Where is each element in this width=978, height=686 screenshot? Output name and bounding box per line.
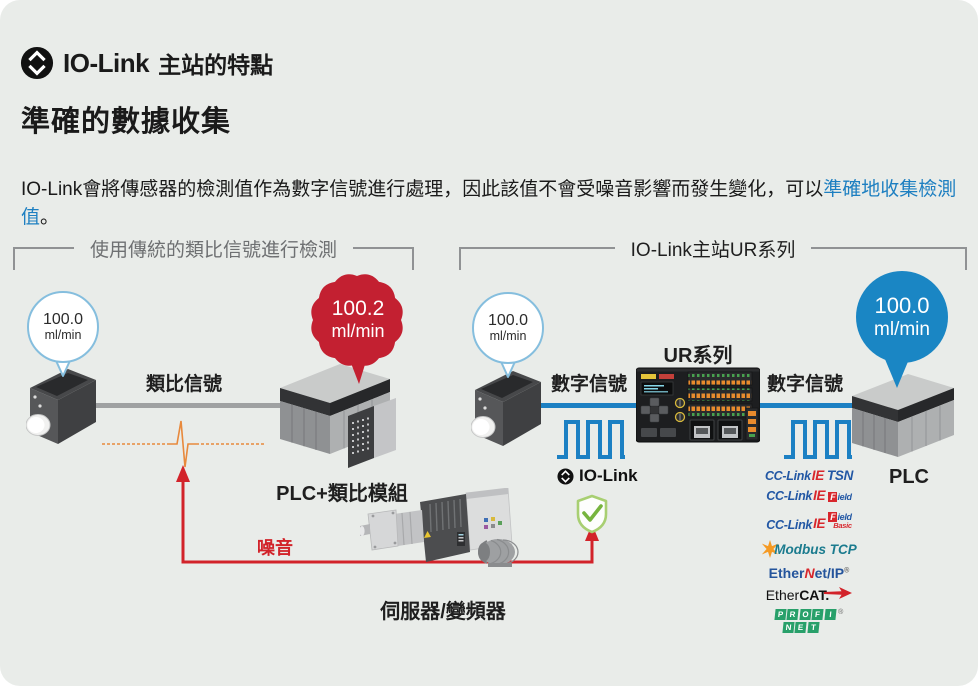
field-f-box: F: [828, 491, 838, 502]
ur-master-illustration: [636, 367, 760, 443]
cclink-brand: CC-Link: [764, 469, 811, 483]
right-plc-illustration: [852, 374, 954, 457]
logo-profinet: P R O F I ® N E T: [774, 609, 844, 633]
modbus-star-icon: [762, 540, 779, 559]
cclink-tsn: TSN: [826, 468, 854, 483]
right-sensor-illustration: [471, 371, 541, 446]
io-link-logo-icon: [20, 46, 54, 80]
digital-waveform-icon-right: [784, 420, 852, 459]
analog-section-bracket: 使用傳統的類比信號進行檢測: [13, 240, 414, 270]
intro-paragraph: IO-Link會將傳感器的檢測值作為數字信號進行處理，因此該值不會受噪音影響而發…: [21, 176, 961, 231]
digital-signal-label-left: 數字信號: [550, 374, 628, 395]
cclink-ie: IE: [811, 468, 824, 483]
profinet-row2: N E T: [782, 621, 844, 633]
right-sensor-value: 100.0: [487, 311, 529, 329]
result-unit: ml/min: [874, 318, 930, 340]
cclink-brand: CC-Link: [766, 517, 813, 532]
field-suffix: ield: [837, 511, 852, 522]
digital-signal-line-right: [758, 403, 857, 408]
enetip-p2: et/IP: [814, 565, 845, 582]
logo-ethernet-ip: EtherNet/IP®: [769, 565, 850, 581]
iolink-section-title: IO-Link主站UR系列: [614, 240, 812, 261]
logo-modbus-tcp: Modbus TCP: [761, 540, 857, 559]
ur-series-label: UR系列: [663, 345, 733, 367]
analog-signal-line: [95, 403, 288, 408]
ecat-p1: Ether: [765, 587, 800, 604]
field-basic: Basic: [833, 521, 852, 531]
left-sensor-illustration: [26, 369, 96, 444]
left-sensor-unit: ml/min: [44, 328, 82, 343]
modbus-label: Modbus TCP: [774, 541, 857, 557]
field-suffix: ield: [837, 491, 852, 502]
error-unit: ml/min: [331, 321, 385, 342]
noise-label: 噪音: [257, 538, 293, 558]
right-sensor-unit: ml/min: [489, 329, 527, 344]
digital-signal-line-left: [541, 403, 638, 408]
digital-waveform-icon-left: [557, 420, 625, 459]
left-plc-label: PLC+類比模組: [276, 483, 408, 505]
ethercat-arrow-icon: [824, 587, 853, 600]
right-sensor-value-bubble: 100.0 ml/min: [472, 292, 544, 364]
error-bubble-text: 100.2 ml/min: [305, 296, 411, 342]
section-heading: 準確的數據收集: [21, 106, 232, 138]
cclink-brand: CC-Link: [766, 488, 813, 503]
intro-text: IO-Link會將傳感器的檢測值作為數字信號進行處理，因此該值不會受噪音影響而發…: [21, 179, 824, 200]
analog-signal-label: 類比信號: [145, 374, 223, 395]
noise-waveform-icon: [102, 420, 266, 468]
field-f-box: F: [828, 511, 838, 522]
ecat-p2: CAT.: [799, 587, 830, 604]
brand-name: IO-Link: [63, 47, 150, 78]
enetip-p1: Ether: [768, 565, 805, 582]
error-value: 100.2: [331, 297, 385, 320]
digital-signal-label-right: 數字信號: [766, 374, 844, 395]
servo-label: 伺服器/變頻器: [380, 601, 506, 623]
error-burst-bubble: [311, 274, 403, 384]
profinet-row1: P R O F I ®: [774, 609, 844, 621]
intro-period: 。: [40, 206, 60, 228]
enetip-reg: ®: [844, 567, 850, 575]
result-value: 100.0: [874, 293, 930, 319]
cclink-ie: IE: [813, 516, 826, 532]
right-plc-label: PLC: [889, 466, 929, 488]
io-link-badge-icon: [557, 467, 574, 485]
intro-highlight: 準確地收集檢測值: [21, 179, 957, 228]
page-title: IO-Link 主站的特點: [20, 46, 273, 80]
shield-check-icon: [576, 494, 608, 534]
iolink-badge: IO-Link: [557, 466, 638, 486]
profinet-reg: ®: [838, 609, 844, 617]
iolink-section-bracket: IO-Link主站UR系列: [459, 240, 967, 270]
result-value-bubble: 100.0 ml/min: [856, 271, 948, 363]
enetip-n: N: [804, 565, 815, 582]
iolink-badge-label: IO-Link: [579, 466, 638, 485]
title-suffix: 主站的特點: [158, 52, 274, 78]
cclink-ie: IE: [813, 487, 826, 503]
left-plc-illustration: [280, 364, 396, 468]
analog-section-title: 使用傳統的類比信號進行檢測: [73, 240, 353, 261]
left-sensor-value-bubble: 100.0 ml/min: [27, 291, 99, 363]
servo-inverter-illustration: [360, 488, 519, 567]
left-sensor-value: 100.0: [42, 310, 84, 328]
